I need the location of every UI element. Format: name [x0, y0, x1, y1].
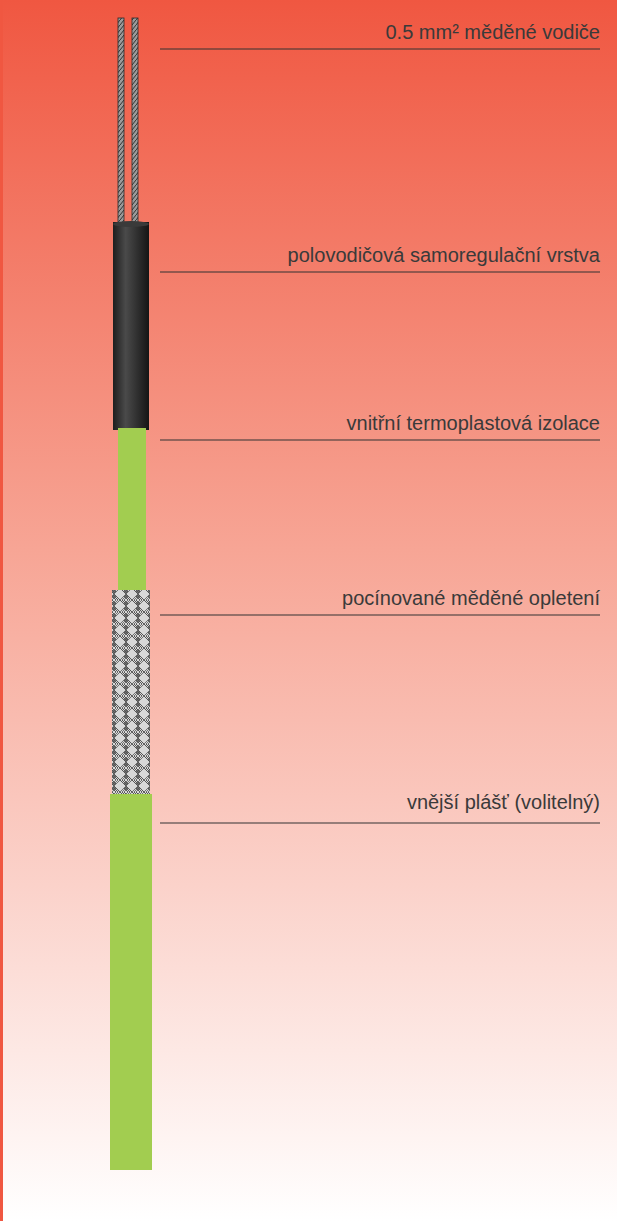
leader-line — [160, 614, 600, 615]
leader-line — [160, 822, 600, 823]
part-label: vnitřní termoplastová izolace — [347, 411, 600, 435]
border-line — [0, 0, 3, 1221]
outer-jacket — [110, 794, 152, 1170]
copper-conductor — [118, 18, 124, 228]
copper-conductor — [132, 18, 138, 228]
part-label: pocínované měděné opletení — [342, 586, 600, 610]
core-top — [113, 221, 149, 227]
inner-insulation — [118, 428, 146, 592]
tinned-copper-braid — [112, 590, 150, 796]
semiconductor-core — [113, 222, 149, 430]
part-label: 0.5 mm² měděné vodiče — [385, 20, 600, 44]
part-label: polovodičová samoregulační vrstva — [288, 243, 600, 267]
leader-line — [160, 271, 600, 272]
leader-line — [160, 439, 600, 440]
leader-line — [160, 48, 600, 49]
part-label: vnější plášť (volitelný) — [407, 790, 600, 814]
